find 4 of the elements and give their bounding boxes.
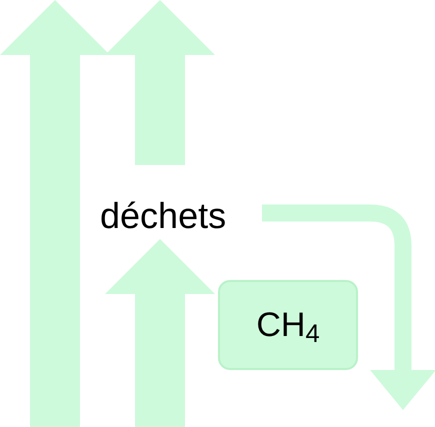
arrow [262, 204, 435, 410]
gas-box: CH$_{4}$ [218, 280, 358, 370]
word-label: déchets [100, 193, 262, 239]
arrow [105, 239, 215, 427]
